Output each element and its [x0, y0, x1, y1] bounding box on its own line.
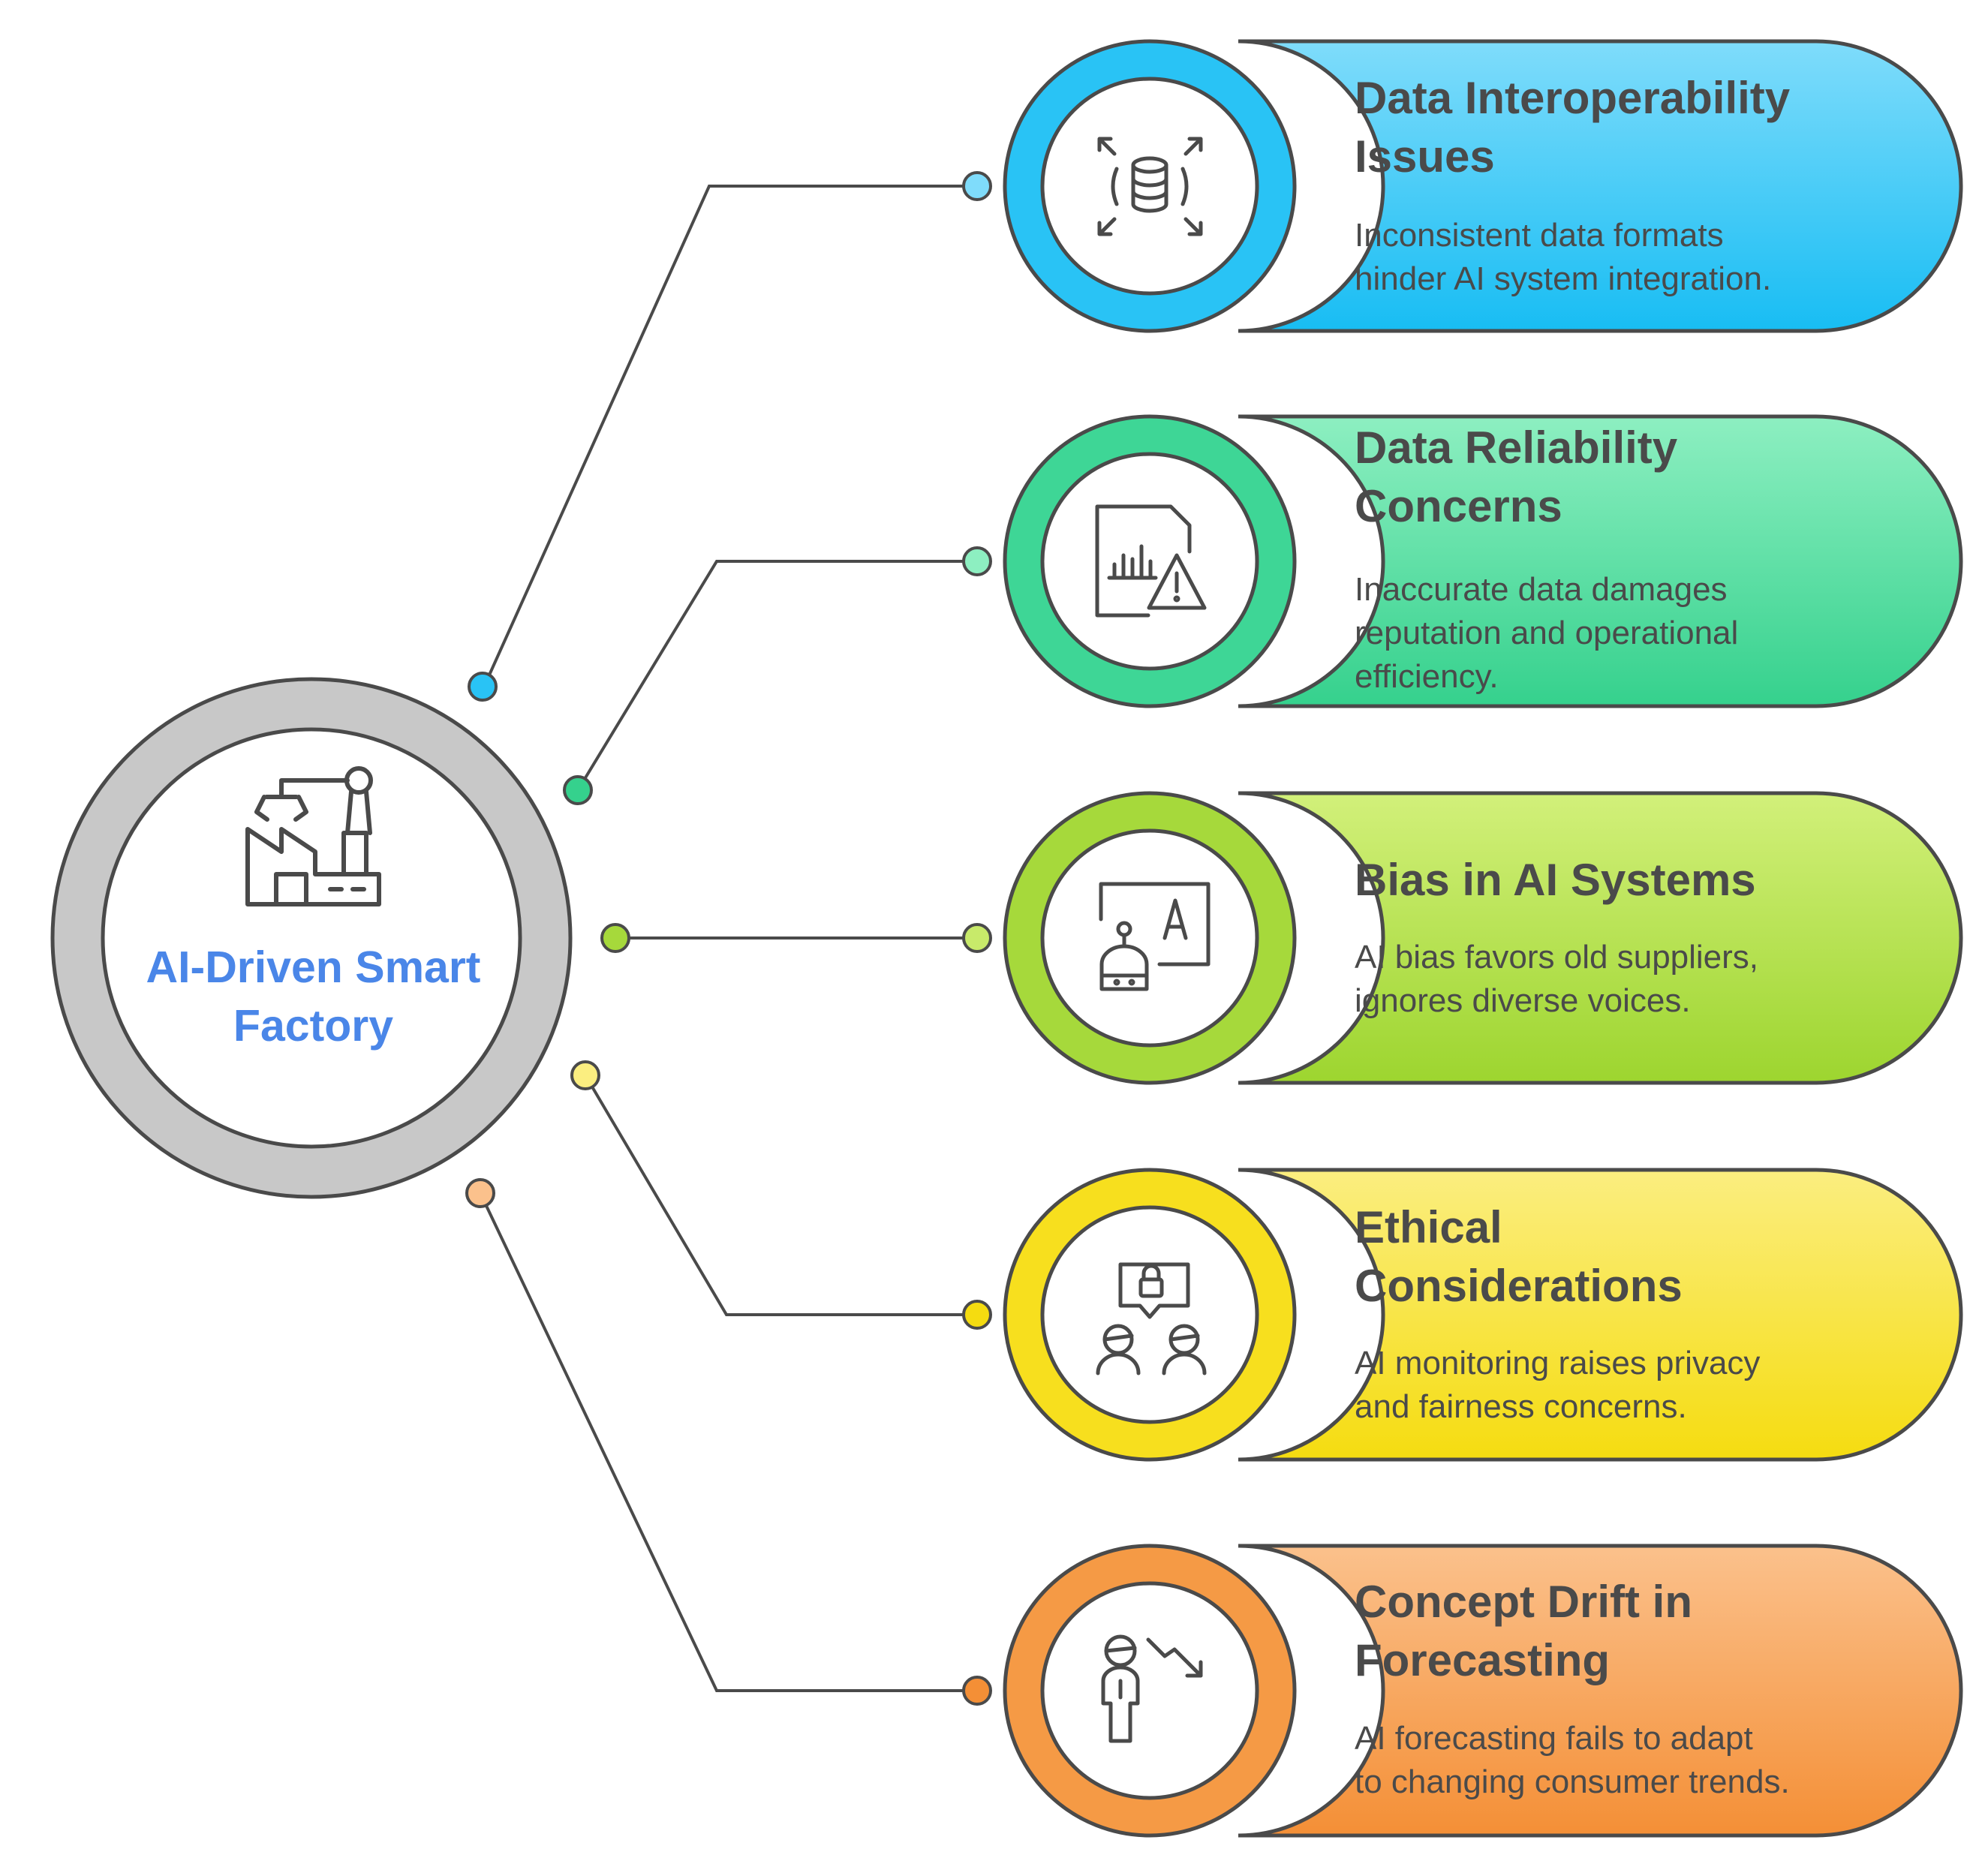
card-description-1-line-1: Inconsistent data formats — [1355, 217, 1724, 254]
card-description-3: AI bias favors old suppliers, ignores di… — [1355, 936, 1925, 1023]
item-card-2 — [1003, 414, 1963, 708]
center-hub — [50, 677, 573, 1199]
connector-5 — [479, 1192, 976, 1692]
connector-dots — [465, 171, 992, 1706]
card-body-2 — [1238, 414, 1963, 708]
card-description-5: AI forecasting fails to adapt to changin… — [1355, 1717, 1925, 1804]
item-card-1 — [1003, 39, 1963, 333]
badge-disc-5 — [1040, 1581, 1259, 1800]
card-description-3-line-2: ignores diverse voices. — [1355, 982, 1691, 1019]
card-description-5-line-1: AI forecasting fails to adapt — [1355, 1720, 1753, 1757]
report-warning-icon — [1095, 504, 1207, 618]
card-title-1: Data Interoperability Issues — [1355, 69, 1940, 186]
dot-end-1 — [962, 171, 992, 201]
privacy-lock-people-icon — [1096, 1262, 1207, 1375]
card-title-2-line-1: Data Reliability — [1355, 422, 1678, 473]
person-downtrend-icon — [1101, 1634, 1203, 1743]
card-description-4-line-2: and fairness concerns. — [1355, 1388, 1687, 1425]
card-description-2: Inaccurate data damages reputation and o… — [1355, 568, 1925, 699]
robot-presentation-icon — [1099, 882, 1211, 991]
card-description-2-line-3: efficiency. — [1355, 658, 1499, 695]
dot-end-2 — [962, 546, 992, 576]
card-description-4-line-1: AI monitoring raises privacy — [1355, 1345, 1761, 1381]
card-title-5-line-2: Forecasting — [1355, 1635, 1611, 1685]
database-expand-icon — [1097, 137, 1203, 236]
connector-2 — [576, 560, 976, 792]
card-title-4-line-1: Ethical — [1355, 1202, 1502, 1252]
card-title-2: Data Reliability Concerns — [1355, 419, 1940, 536]
card-title-4-line-2: Considerations — [1355, 1261, 1683, 1311]
dot-start-3 — [600, 923, 630, 953]
card-description-2-line-2: reputation and operational — [1355, 615, 1739, 651]
dot-start-4 — [570, 1060, 600, 1090]
factory-robot-arm-icon — [245, 766, 381, 906]
card-title-1-line-1: Data Interoperability — [1355, 73, 1791, 123]
card-description-4: AI monitoring raises privacy and fairnes… — [1355, 1342, 1925, 1429]
card-title-3-line-1: Bias in AI Systems — [1355, 855, 1756, 905]
center-title: AI-Driven Smart Factory — [146, 943, 481, 1051]
dot-end-5 — [962, 1676, 992, 1706]
card-title-2-line-2: Concerns — [1355, 481, 1562, 531]
connector-4 — [584, 1074, 976, 1316]
dot-start-1 — [468, 672, 498, 702]
card-title-1-line-2: Issues — [1355, 131, 1495, 182]
badge-disc-3 — [1040, 828, 1259, 1048]
card-description-1-line-2: hinder AI system integration. — [1355, 260, 1772, 297]
card-body-5 — [1238, 1544, 1963, 1838]
card-title-5: Concept Drift in Forecasting — [1355, 1573, 1940, 1690]
card-title-3: Bias in AI Systems — [1355, 851, 1940, 909]
dot-start-5 — [465, 1178, 495, 1208]
card-description-5-line-2: to changing consumer trends. — [1355, 1763, 1790, 1800]
card-title-5-line-1: Concept Drift in — [1355, 1577, 1692, 1627]
card-description-3-line-1: AI bias favors old suppliers, — [1355, 939, 1759, 976]
card-body-4 — [1238, 1168, 1963, 1462]
card-description-2-line-1: Inaccurate data damages — [1355, 571, 1728, 608]
dot-end-3 — [962, 923, 992, 953]
card-body-1 — [1238, 39, 1963, 333]
card-body-3 — [1238, 791, 1963, 1085]
dot-end-4 — [962, 1300, 992, 1330]
card-title-4: Ethical Considerations — [1355, 1198, 1940, 1315]
center-disc — [101, 727, 522, 1149]
card-description-1: Inconsistent data formats hinder AI syst… — [1355, 214, 1925, 301]
connector-1 — [483, 185, 976, 687]
dot-start-2 — [563, 775, 593, 805]
item-card-4 — [1003, 1168, 1963, 1462]
item-card-5 — [1003, 1544, 1963, 1838]
item-card-3 — [1003, 791, 1963, 1085]
connectors — [479, 185, 976, 1692]
